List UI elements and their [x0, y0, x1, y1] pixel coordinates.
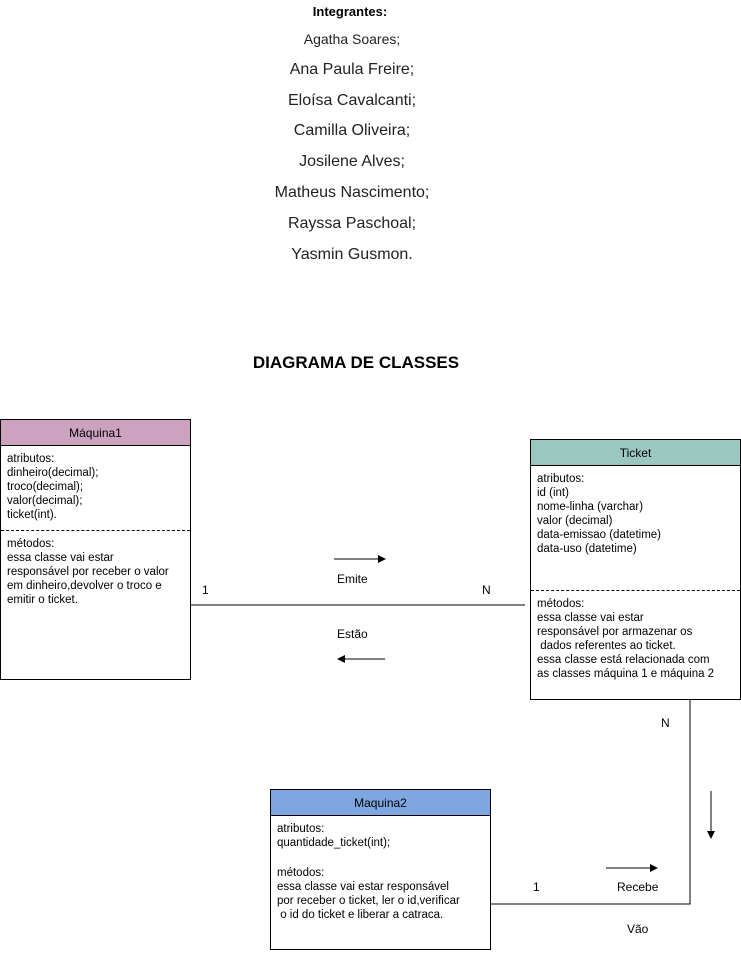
attributes-section: atributos: quantidade_ticket(int);: [271, 816, 490, 850]
attributes-section: atributos: id (int) nome-linha (varchar)…: [531, 466, 740, 590]
attributes-section: atributos: dinheiro(decimal); troco(deci…: [1, 446, 190, 530]
attribute-line: data-emissao (datetime): [537, 529, 661, 541]
method-line: dados referentes ao ticket.: [537, 640, 676, 652]
method-line: responsável por armazenar os: [537, 626, 693, 638]
attribute-line: data-uso (datetime): [537, 543, 637, 555]
attribute-line: atributos:: [537, 473, 585, 485]
association-line-ticket-maquina2: [490, 699, 691, 905]
methods-section: métodos: essa classe vai estar responsáv…: [531, 590, 740, 687]
multiplicity-maquina1: 1: [202, 583, 209, 597]
member-name: Rayssa Paschoal;: [287, 215, 417, 232]
attribute-line: ticket(int).: [7, 509, 57, 521]
attribute-line: valor (decimal): [537, 515, 613, 527]
member-name: Eloísa Cavalcanti;: [287, 92, 417, 109]
multiplicity-maquina2: 1: [533, 880, 540, 894]
label-estao: Estão: [337, 627, 368, 641]
member-name: Camilla Oliveira;: [293, 122, 411, 139]
label-emite: Emite: [337, 572, 368, 586]
class-maquina2[interactable]: Maquina2 atributos: quantidade_ticket(in…: [270, 789, 491, 950]
member-name: Yasmin Gusmon.: [291, 246, 413, 263]
class-name: Ticket: [531, 440, 740, 466]
label-vao: Vão: [627, 922, 649, 936]
method-line: em dinheiro,devolver o troco e: [7, 580, 162, 592]
method-line: o id do ticket e liberar a catraca.: [277, 909, 444, 921]
method-line: essa classe vai estar responsável: [277, 881, 449, 893]
method-line: emitir o ticket.: [7, 594, 78, 606]
members-title: Integrantes:: [312, 4, 388, 19]
member-name: Ana Paula Freire;: [289, 61, 415, 78]
method-line: essa classe vai estar: [7, 552, 114, 564]
attribute-line: valor(decimal);: [7, 495, 83, 507]
attribute-line: troco(decimal);: [7, 481, 84, 493]
multiplicity-ticket-bottom: N: [661, 716, 670, 730]
class-ticket[interactable]: Ticket atributos: id (int) nome-linha (v…: [530, 439, 741, 700]
member-name: Agatha Soares;: [303, 31, 401, 47]
class-maquina1[interactable]: Máquina1 atributos: dinheiro(decimal); t…: [0, 419, 191, 680]
methods-section: métodos: essa classe vai estar responsáv…: [1, 530, 190, 613]
method-line: métodos:: [277, 867, 325, 879]
attribute-line: nome-linha (varchar): [537, 501, 644, 513]
method-line: métodos:: [537, 598, 585, 610]
multiplicity-ticket: N: [482, 583, 491, 597]
label-recebe: Recebe: [617, 880, 659, 894]
attribute-line: dinheiro(decimal);: [7, 467, 99, 479]
attribute-line: atributos:: [277, 823, 325, 835]
attribute-line: atributos:: [7, 453, 55, 465]
attribute-line: quantidade_ticket(int);: [277, 837, 391, 849]
member-name: Josilene Alves;: [299, 153, 405, 170]
member-name: Matheus Nascimento;: [274, 184, 430, 201]
attribute-line: id (int): [537, 487, 569, 499]
method-line: essa classe está relacionada com: [537, 654, 710, 666]
method-line: as classes máquina 1 e máquina 2: [537, 668, 715, 680]
diagram-title: DIAGRAMA DE CLASSES: [252, 353, 460, 372]
class-name: Maquina2: [271, 790, 490, 816]
method-line: métodos:: [7, 538, 55, 550]
method-line: responsável por receber o valor: [7, 566, 169, 578]
methods-section: métodos: essa classe vai estar responsáv…: [271, 850, 490, 928]
class-name: Máquina1: [1, 420, 190, 446]
method-line: por receber o ticket, ler o id,verificar: [277, 895, 460, 907]
method-line: essa classe vai estar: [537, 612, 644, 624]
